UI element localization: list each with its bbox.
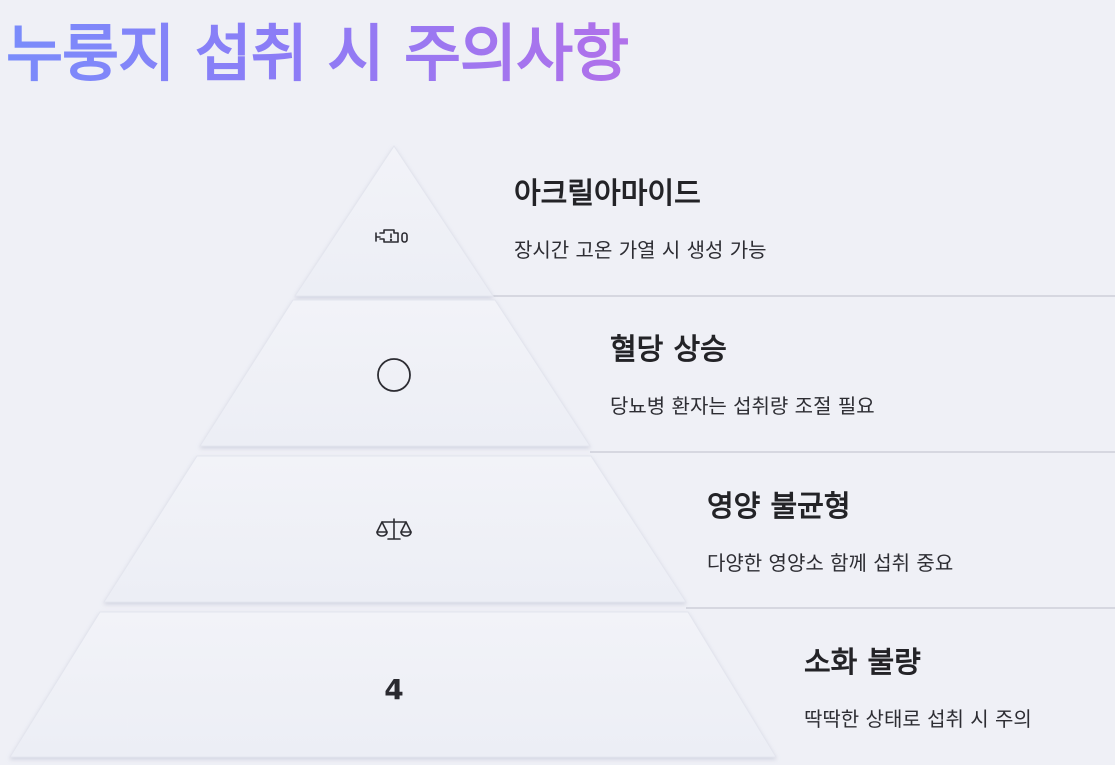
tier-4-description: 딱딱한 상태로 섭취 시 주의: [804, 707, 1032, 731]
tier-number-label: 4: [384, 672, 404, 706]
tier-2-heading: 혈당 상승: [610, 332, 727, 366]
tier-1-text: 아크릴아마이드 장시간 고온 가열 시 생성 가능: [514, 170, 767, 263]
tier-4-text: 소화 불량 딱딱한 상태로 섭취 시 주의: [804, 639, 1032, 732]
tier-3-heading: 영양 불균형: [707, 489, 851, 523]
tier-1-heading: 아크릴아마이드: [514, 176, 701, 210]
tier-4-heading: 소화 불량: [804, 645, 921, 679]
engine-warning-icon: [364, 217, 424, 257]
tier-2-text: 혈당 상승 당뇨병 환자는 섭취량 조절 필요: [610, 326, 875, 419]
page-title: 누룽지 섭취 시 주의사항: [6, 12, 629, 96]
pyramid-tier-2: [199, 299, 591, 447]
pyramid-tier-3: [103, 455, 687, 603]
pyramid-tier-1: [294, 145, 494, 297]
tier-3-description: 다양한 영양소 함께 섭취 중요: [707, 551, 954, 575]
circle-outline-icon: [364, 355, 424, 395]
tier-number-4: 4: [364, 669, 424, 709]
balance-scale-icon: [364, 509, 424, 549]
tier-3-text: 영양 불균형 다양한 영양소 함께 섭취 중요: [707, 483, 953, 576]
pyramid-tier-4: [9, 611, 777, 758]
tier-1-description: 장시간 고온 가열 시 생성 가능: [514, 238, 767, 262]
tier-2-description: 당뇨병 환자는 섭취량 조절 필요: [610, 394, 875, 418]
